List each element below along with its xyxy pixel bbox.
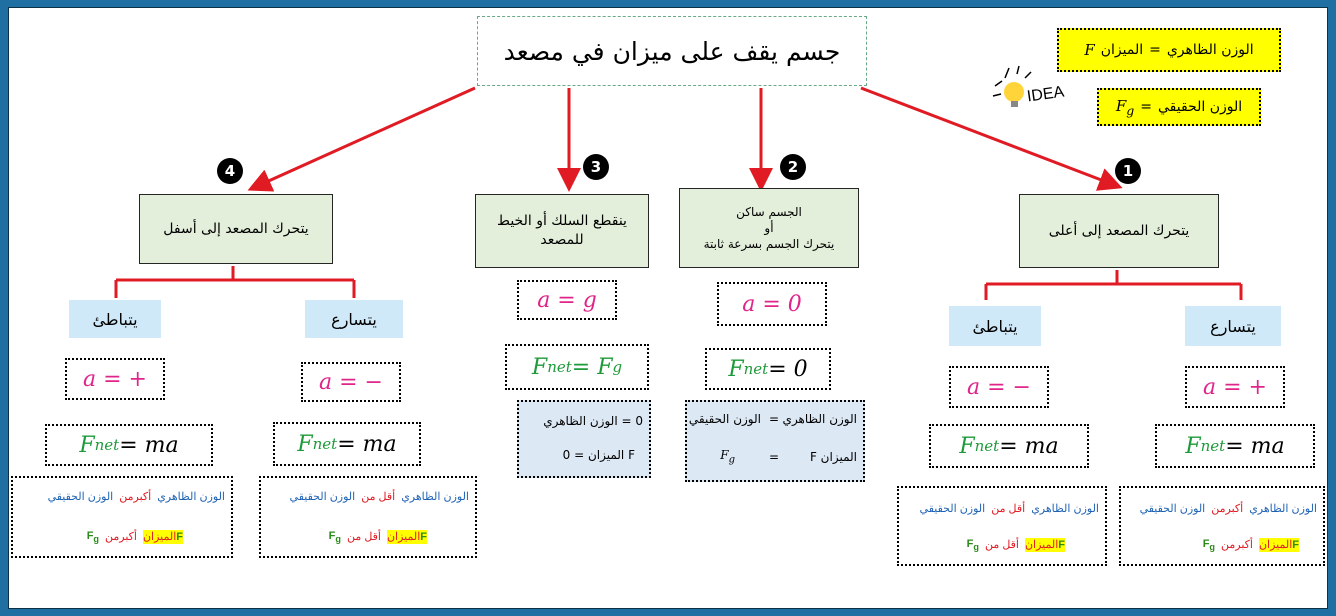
- rel-true: الوزن الحقيقي: [289, 491, 356, 503]
- case-2-fg: Fg: [720, 448, 735, 466]
- rel-fg: Fg: [328, 530, 341, 545]
- rel-fg: Fg: [86, 530, 100, 545]
- rel-apparent: الوزن الظاهري: [401, 491, 469, 503]
- case-4-decel-a: a = +: [65, 358, 165, 400]
- case-3-badge: 3: [583, 154, 609, 180]
- case-2-panel: الوزن الظاهري = الوزن الحقيقي الميزان F …: [685, 400, 865, 482]
- case-2-scale: الميزان F: [809, 450, 857, 464]
- true-weight-definition: الوزن الحقيقي = Fg: [1097, 88, 1261, 126]
- apparent-weight-definition: الوزن الظاهري = الميزان F: [1057, 28, 1281, 72]
- case-1-badge: 1: [1115, 158, 1141, 184]
- scale-text: الميزان: [1100, 42, 1144, 58]
- case-3-panel-line-2: F الميزان = 0: [562, 448, 635, 462]
- rel-true: الوزن الحقيقي: [47, 491, 114, 503]
- true-symbol: Fg: [1115, 96, 1135, 118]
- case-2-line-2: أو: [764, 220, 774, 235]
- case-3-a: a = g: [517, 280, 617, 320]
- apparent-eq-sign: =: [1149, 42, 1161, 58]
- case-3-panel-line-1: 0 = الوزن الظاهري: [543, 414, 643, 428]
- rel-greater-2: أكبرمن: [105, 531, 137, 543]
- case-1-accel-a: a = +: [1185, 366, 1285, 408]
- case-3-box: ينقطع السلك أو الخيط للمصعد: [475, 194, 649, 268]
- idea-bulb-icon: IDEA: [987, 64, 1073, 114]
- rel-greater-2: أكبرمن: [1221, 539, 1253, 551]
- case-1-decel-label: يتباطئ: [949, 306, 1041, 346]
- rel-apparent: الوزن الظاهري: [1249, 503, 1317, 515]
- case-2-line-3: يتحرك الجسم بسرعة ثابتة: [703, 237, 835, 252]
- case-2-apparent: الوزن الظاهري: [782, 412, 857, 426]
- diagram-canvas: جسم يقف على ميزان في مصعد IDEA الوزن الظ…: [8, 7, 1328, 609]
- rel-apparent: الوزن الظاهري: [157, 491, 225, 503]
- rel-scale: Fالميزان: [142, 530, 183, 545]
- case-4-accel-label: يتسارع: [305, 300, 403, 338]
- case-4-box: يتحرك المصعد إلى أسفل: [139, 194, 333, 264]
- main-title: جسم يقف على ميزان في مصعد: [477, 16, 867, 86]
- true-eq-sign: =: [1140, 99, 1153, 115]
- rel-greater: أكبرمن: [119, 491, 152, 503]
- case-3-line-1: ينقطع السلك أو الخيط: [497, 213, 627, 230]
- case-1-box: يتحرك المصعد إلى أعلى: [1019, 194, 1219, 268]
- case-2-eq-2: =: [768, 450, 779, 464]
- case-4-badge: 4: [217, 158, 243, 184]
- connector-lines: [114, 86, 1243, 300]
- true-weight-text: الوزن الحقيقي: [1158, 99, 1243, 115]
- rel-less-2: أقل من: [985, 539, 1019, 551]
- rel-less: أقل من: [991, 503, 1026, 515]
- rel-greater: أكبرمن: [1211, 503, 1244, 515]
- rel-less: أقل من: [361, 491, 396, 503]
- rel-scale: Fالميزان: [386, 530, 427, 545]
- rel-apparent: الوزن الظاهري: [1031, 503, 1099, 515]
- rel-scale: Fالميزان: [1024, 538, 1065, 553]
- rel-scale: Fالميزان: [1258, 538, 1299, 553]
- case-2-true: الوزن الحقيقي: [688, 412, 761, 426]
- case-4-decel-label: يتباطئ: [69, 300, 161, 338]
- case-2-badge: 2: [780, 154, 806, 180]
- case-2-eq-1: =: [768, 412, 779, 426]
- case-1-accel-label: يتسارع: [1185, 306, 1281, 346]
- rel-fg: Fg: [1202, 538, 1216, 553]
- rel-true: الوزن الحقيقي: [1139, 503, 1206, 515]
- case-1-accel-relation: الوزن الظاهري أكبرمن الوزن الحقيقي Fالمي…: [1119, 486, 1325, 566]
- case-4-accel-a: a = −: [301, 362, 401, 402]
- case-3-panel: 0 = الوزن الظاهري F الميزان = 0: [517, 400, 651, 478]
- rel-fg: Fg: [966, 538, 979, 553]
- case-1-decel-relation: الوزن الظاهري أقل من الوزن الحقيقي Fالمي…: [897, 486, 1107, 566]
- rel-less-2: أقل من: [347, 531, 381, 543]
- case-2-a: a = 0: [717, 282, 827, 326]
- case-4-decel-relation: الوزن الظاهري أكبرمن الوزن الحقيقي Fالمي…: [11, 476, 233, 558]
- apparent-symbol: F: [1084, 41, 1095, 59]
- rel-true: الوزن الحقيقي: [919, 503, 986, 515]
- case-4-accel-relation: الوزن الظاهري أقل من الوزن الحقيقي Fالمي…: [259, 476, 477, 558]
- case-2-line-1: الجسم ساكن: [736, 204, 802, 219]
- case-1-decel-a: a = −: [949, 366, 1049, 408]
- apparent-weight-text: الوزن الظاهري: [1166, 42, 1254, 58]
- case-3-line-2: للمصعد: [540, 232, 584, 248]
